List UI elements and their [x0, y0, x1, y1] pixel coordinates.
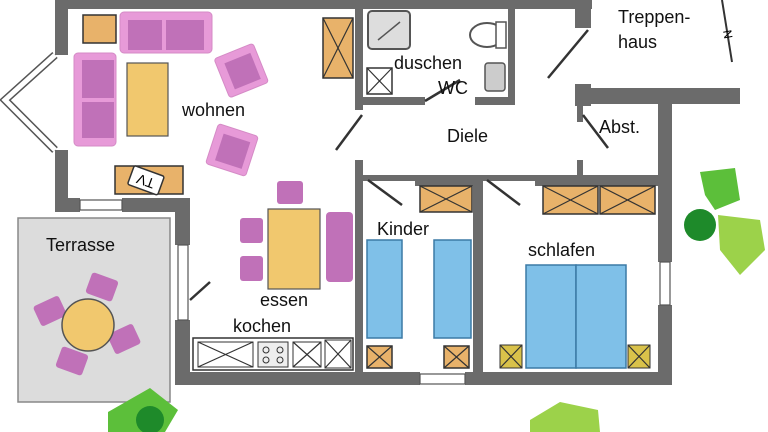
- room-label-essen: essen: [260, 290, 308, 310]
- room-label-duschen: duschen: [394, 53, 462, 73]
- room-label-treppenhaus-2: haus: [618, 32, 657, 52]
- room-label-terrasse: Terrasse: [46, 235, 115, 255]
- room-label-abst: Abst.: [599, 117, 640, 137]
- room-label-wohnen: wohnen: [181, 100, 245, 120]
- living-furniture: TV: [73, 11, 354, 196]
- room-label-wc: WC: [438, 78, 468, 98]
- plant-bottom-center: [530, 402, 600, 432]
- terrace-furniture: [33, 272, 141, 376]
- doors: [189, 29, 609, 301]
- room-label-treppenhaus-1: Treppen-: [618, 7, 690, 27]
- north-arrow-icon: N: [720, 0, 735, 63]
- walls: [55, 0, 740, 385]
- plant-bottom-left: [108, 388, 178, 432]
- room-label-kinder: Kinder: [377, 219, 429, 239]
- svg-text:N: N: [720, 29, 735, 40]
- bathroom-fixtures: [366, 10, 507, 95]
- dining-furniture: [192, 181, 354, 371]
- room-label-schlafen: schlafen: [528, 240, 595, 260]
- windows: [0, 52, 671, 385]
- plant-right: [684, 168, 765, 275]
- room-label-kochen: kochen: [233, 316, 291, 336]
- room-label-diele: Diele: [447, 126, 488, 146]
- bedroom-furniture: [366, 185, 656, 369]
- tv-label: TV: [134, 170, 157, 191]
